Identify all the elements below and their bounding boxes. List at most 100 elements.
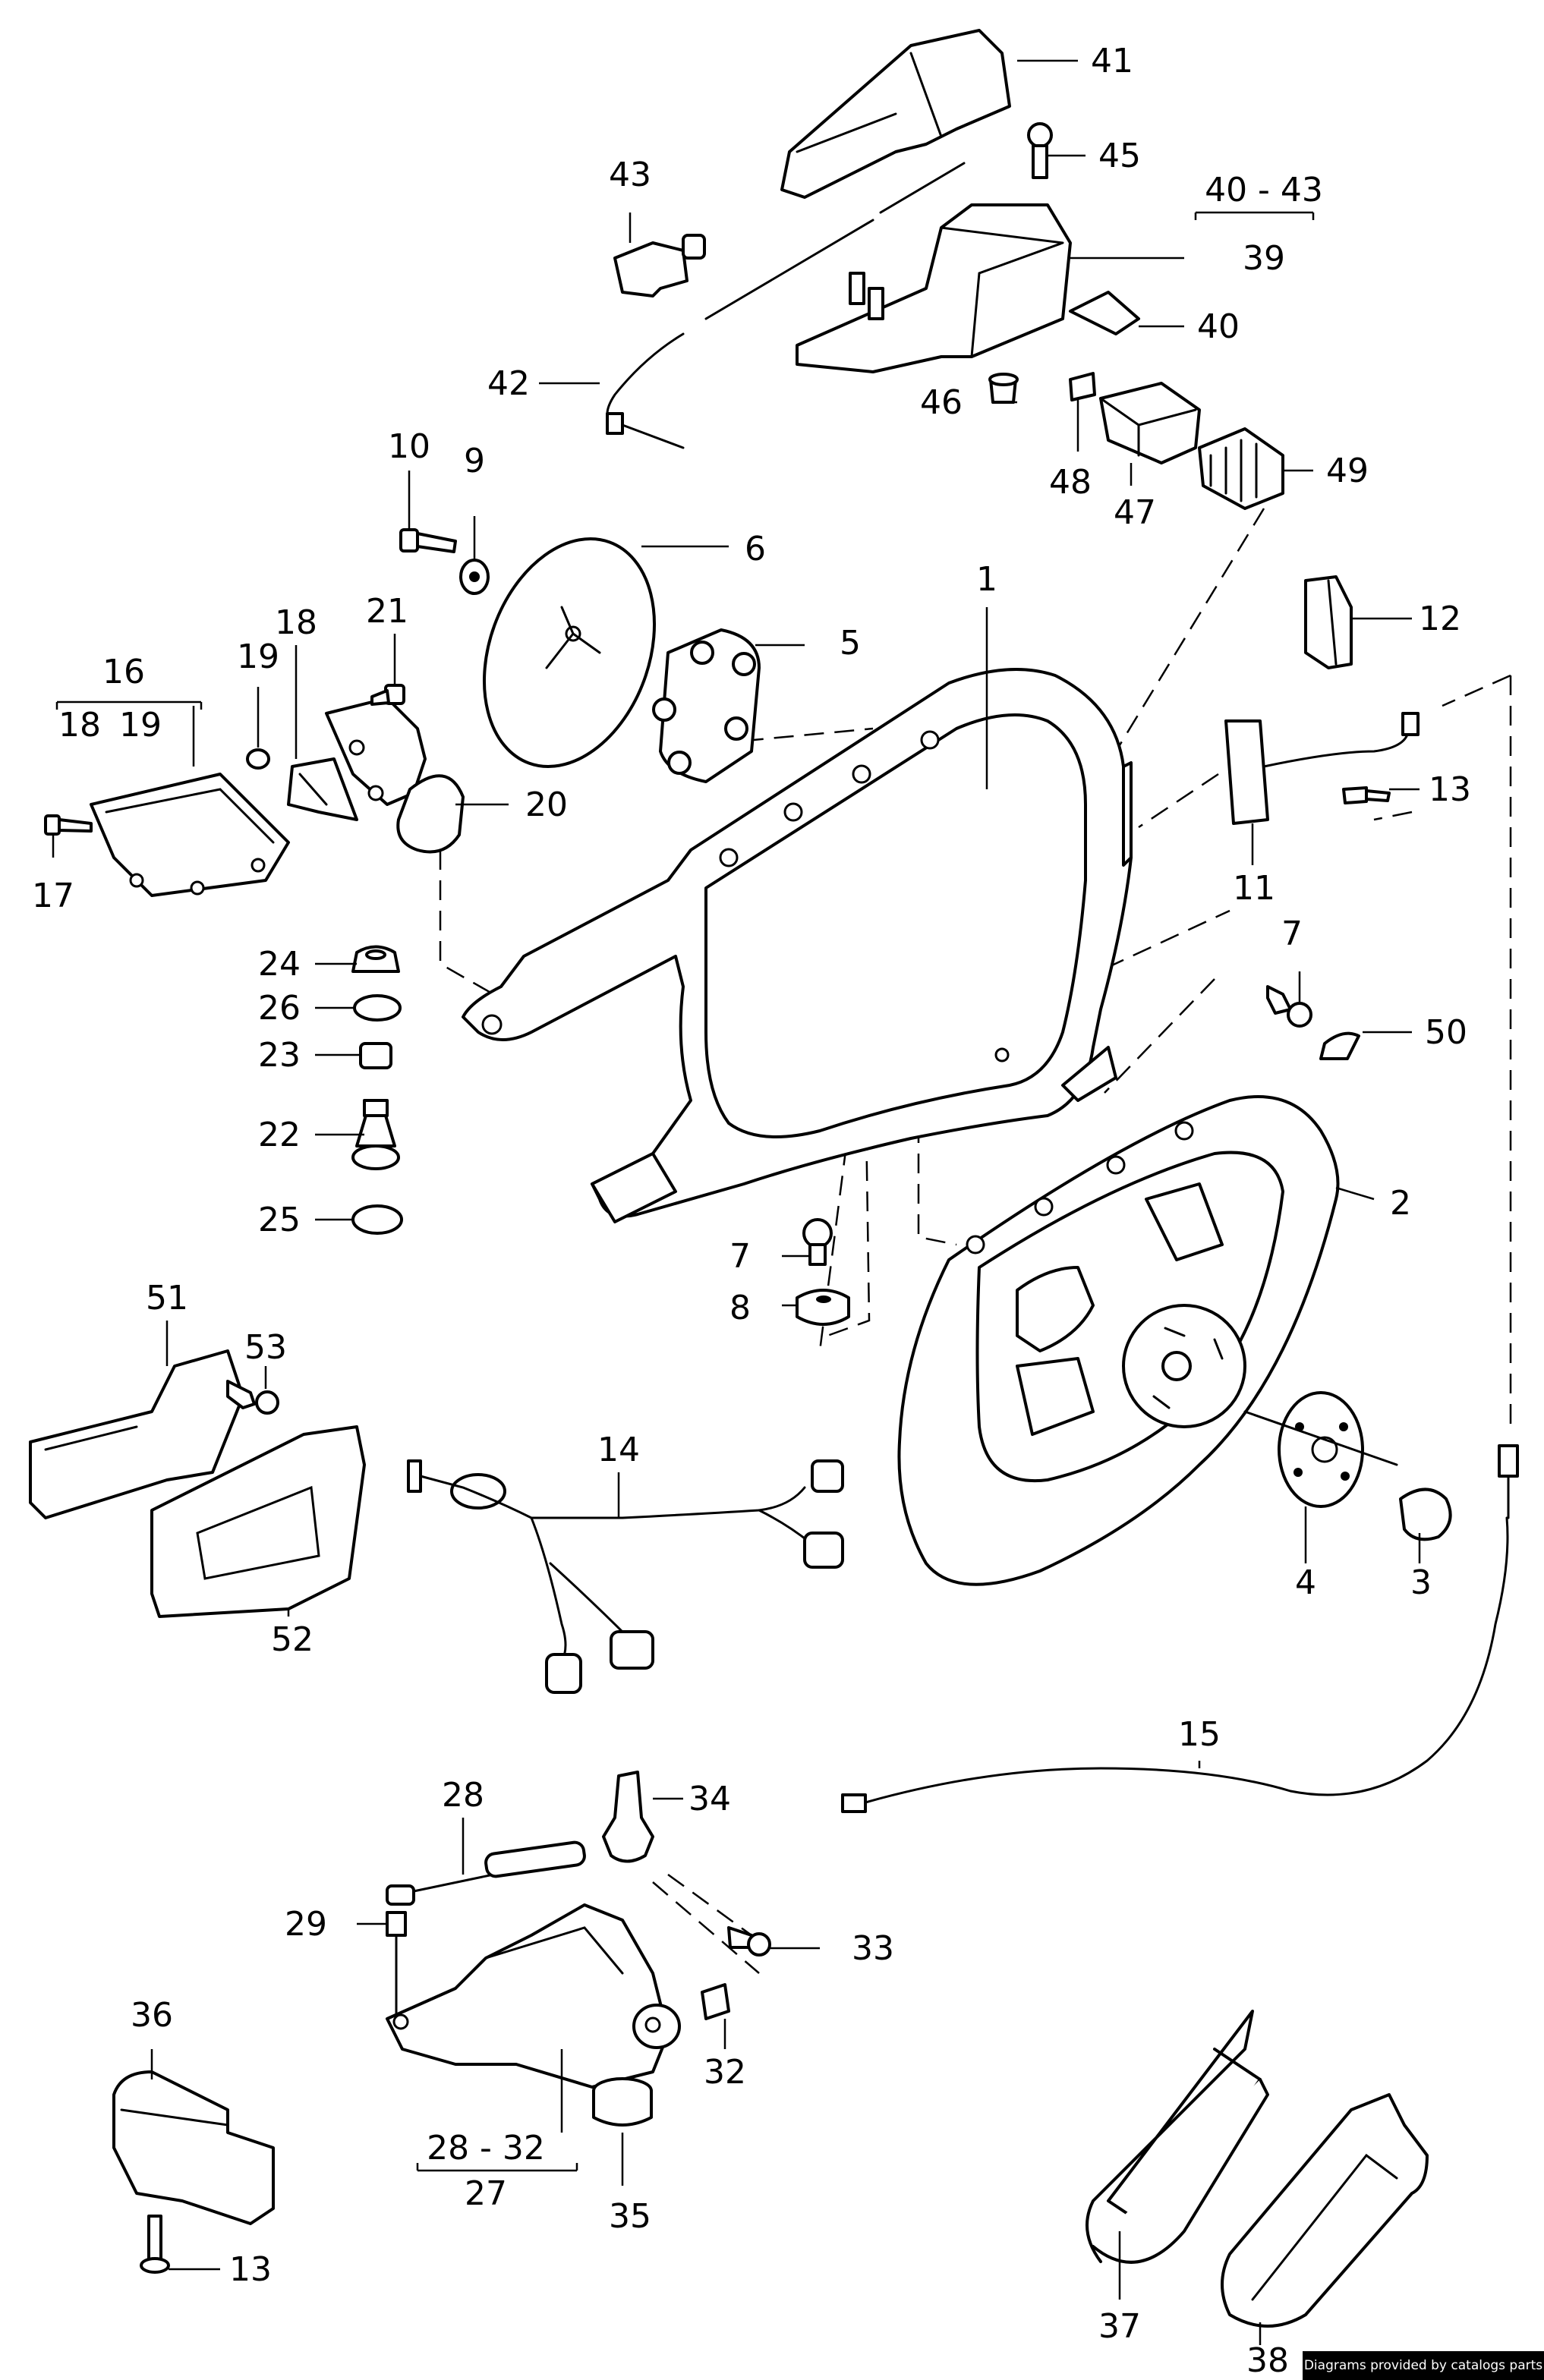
part-36-cover bbox=[112, 2070, 275, 2225]
callout-13-right: 13 bbox=[1429, 770, 1471, 809]
callout-18-group: 18 bbox=[58, 706, 101, 745]
part-34-boot bbox=[602, 1771, 654, 1863]
part-42-cable bbox=[606, 162, 966, 449]
callout-21: 21 bbox=[366, 592, 408, 631]
callout-41: 41 bbox=[1091, 42, 1133, 80]
callout-12: 12 bbox=[1419, 600, 1461, 638]
callout-19: 19 bbox=[237, 638, 279, 676]
part-46-clip bbox=[988, 373, 1019, 404]
part-45-bolt bbox=[1027, 122, 1053, 179]
part-38-liner bbox=[1221, 2093, 1429, 2328]
part-13-screw-right bbox=[1342, 786, 1391, 804]
part-24-cap bbox=[351, 945, 400, 973]
callout-17: 17 bbox=[32, 877, 74, 915]
part-43-switch bbox=[613, 234, 706, 298]
credit-banner: Diagrams provided by catalogs parts bbox=[1303, 2351, 1544, 2380]
callout-34: 34 bbox=[688, 1780, 731, 1818]
callout-53: 53 bbox=[244, 1328, 287, 1367]
callout-10: 10 bbox=[388, 427, 430, 466]
part-16-bracket bbox=[90, 773, 290, 897]
part-32-bolt bbox=[701, 1983, 730, 2020]
callout-8: 8 bbox=[729, 1289, 751, 1327]
part-5-mounting-plate bbox=[652, 628, 761, 783]
part-41-bracket bbox=[780, 29, 1011, 199]
part-3-center-cap bbox=[1399, 1488, 1452, 1541]
callout-13-lower: 13 bbox=[229, 2250, 272, 2289]
callout-32: 32 bbox=[704, 2053, 746, 2092]
part-7-bolt-lower bbox=[802, 1218, 833, 1266]
callout-3: 3 bbox=[1410, 1563, 1432, 1602]
callout-7-lower: 7 bbox=[729, 1237, 751, 1276]
part-21-bolt bbox=[370, 684, 405, 706]
callout-39: 39 bbox=[1243, 239, 1285, 278]
callout-25: 25 bbox=[258, 1201, 301, 1239]
part-27-bracket-assembly bbox=[386, 1903, 681, 2089]
part-15-cable bbox=[841, 1444, 1519, 1813]
part-9-washer bbox=[459, 559, 490, 595]
part-1-main-frame bbox=[462, 668, 1133, 1223]
callout-37: 37 bbox=[1098, 2307, 1141, 2346]
part-20-duct-bracket bbox=[325, 697, 465, 854]
callout-23: 23 bbox=[258, 1036, 301, 1075]
callout-11: 11 bbox=[1233, 869, 1275, 908]
callout-49: 49 bbox=[1326, 452, 1369, 490]
callout-6: 6 bbox=[745, 530, 766, 568]
part-8-spacer bbox=[796, 1289, 850, 1326]
callout-1: 1 bbox=[976, 560, 997, 599]
part-19-grommet bbox=[246, 748, 270, 770]
callout-46: 46 bbox=[920, 383, 963, 422]
callout-27: 27 bbox=[465, 2174, 507, 2213]
callout-51: 51 bbox=[146, 1279, 188, 1318]
callout-48: 48 bbox=[1049, 463, 1092, 502]
callout-7-upper: 7 bbox=[1281, 915, 1303, 953]
part-17-screw bbox=[44, 814, 93, 836]
callout-5: 5 bbox=[840, 624, 861, 663]
callout-28: 28 bbox=[442, 1776, 484, 1815]
part-29-stud bbox=[386, 1911, 407, 2020]
callout-38: 38 bbox=[1246, 2341, 1289, 2380]
callout-33: 33 bbox=[852, 1929, 894, 1968]
part-28-strut bbox=[386, 1840, 586, 1906]
callout-labels: 1 2 3 4 5 6 7 7 8 9 10 11 12 13 13 14 15… bbox=[32, 42, 1471, 2380]
part-48-relay-clip bbox=[1069, 372, 1096, 401]
part-47-connector bbox=[1099, 382, 1201, 464]
callout-43: 43 bbox=[609, 156, 651, 194]
part-49-module bbox=[1198, 427, 1284, 510]
part-33-bolt bbox=[727, 1926, 771, 1957]
callout-24: 24 bbox=[258, 945, 301, 984]
part-39-actuator bbox=[796, 203, 1072, 373]
part-22-pin bbox=[351, 1099, 400, 1170]
callout-40: 40 bbox=[1197, 307, 1240, 346]
part-35-cap bbox=[592, 2077, 653, 2127]
part-25-o-ring bbox=[351, 1204, 403, 1235]
part-51-cover bbox=[29, 1349, 244, 1519]
part-4-wheel-bracket bbox=[1243, 1391, 1398, 1508]
callout-22: 22 bbox=[258, 1116, 301, 1154]
callout-35: 35 bbox=[609, 2197, 651, 2236]
callout-45: 45 bbox=[1098, 137, 1141, 175]
callout-52: 52 bbox=[271, 1620, 314, 1659]
callout-14: 14 bbox=[597, 1431, 640, 1469]
callout-15: 15 bbox=[1178, 1715, 1221, 1754]
part-12-bracket bbox=[1304, 575, 1353, 669]
part-6-disc bbox=[482, 537, 657, 769]
callout-19-group: 19 bbox=[119, 706, 162, 745]
callout-18: 18 bbox=[275, 603, 317, 642]
part-23-bushing bbox=[359, 1042, 392, 1069]
callout-16: 16 bbox=[102, 653, 145, 691]
part-37-liner bbox=[1086, 2010, 1269, 2264]
callout-9: 9 bbox=[464, 442, 485, 480]
part-53-screw bbox=[226, 1380, 279, 1415]
part-50-clip bbox=[1319, 1031, 1360, 1060]
callout-26: 26 bbox=[258, 989, 301, 1028]
part-40-lever bbox=[1069, 291, 1140, 335]
part-18-seal bbox=[287, 757, 358, 821]
part-13-screw-lower bbox=[140, 2215, 170, 2274]
part-2-wheel-tub bbox=[897, 1095, 1340, 1586]
part-10-bolt bbox=[399, 528, 457, 553]
part-11-module bbox=[1224, 712, 1420, 825]
callout-29: 29 bbox=[285, 1905, 327, 1944]
part-14-harness bbox=[407, 1459, 844, 1694]
callout-20: 20 bbox=[525, 785, 568, 824]
